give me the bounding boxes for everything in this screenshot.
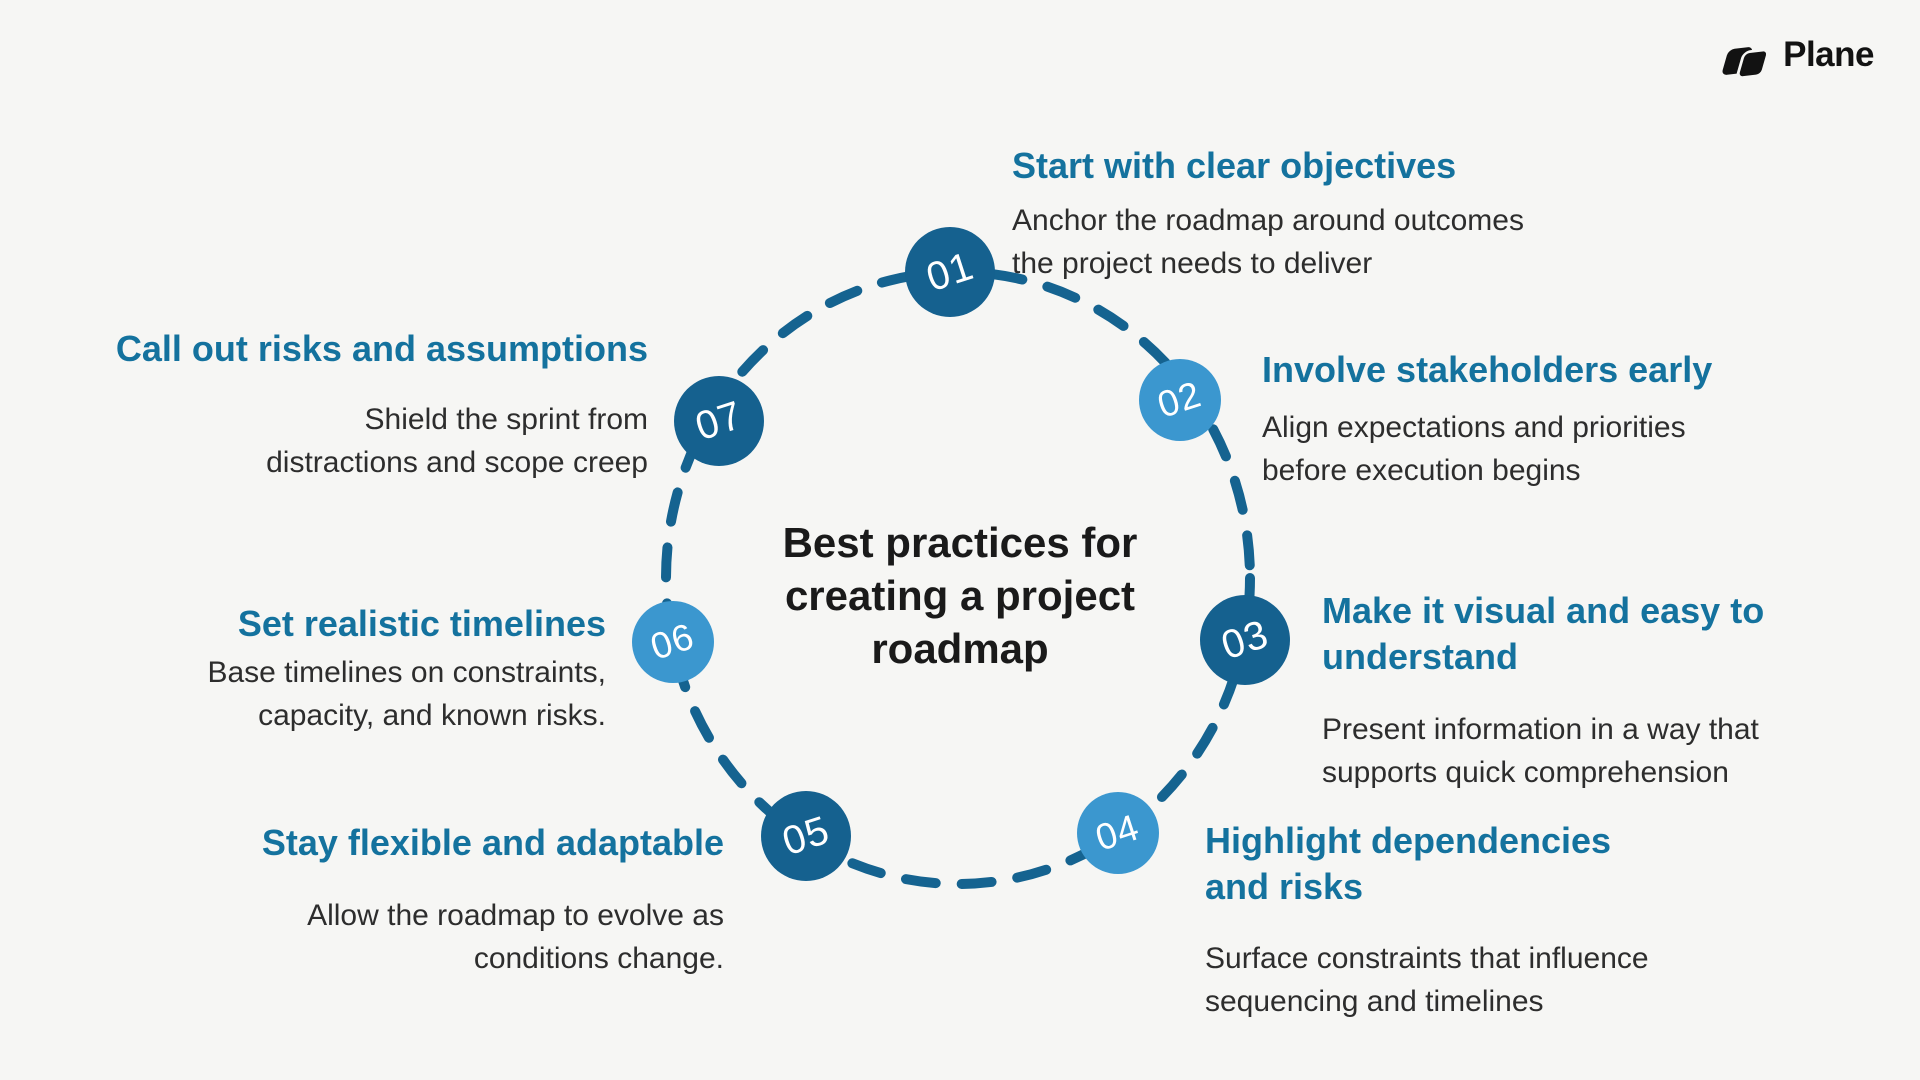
step-heading: Make it visual and easy to understand [1322,590,1765,677]
step-heading: Involve stakeholders early [1262,349,1713,390]
step-circle-04: 04 [1077,792,1159,874]
step-circle-06: 06 [632,601,714,683]
step-circle-02: 02 [1139,359,1221,441]
plane-logo-icon [1722,47,1770,80]
step-number: 07 [689,392,748,449]
step-text-07: Call out risks and assumptions Shield th… [28,326,648,484]
step-text-01: Start with clear objectives Anchor the r… [1012,143,1632,285]
step-circle-07: 07 [674,376,764,466]
step-heading: Call out risks and assumptions [115,328,648,369]
step-heading: Set realistic timelines [237,603,606,644]
step-number: 04 [1090,806,1145,859]
step-text-04: Highlight dependencies and risks Surface… [1205,818,1825,1023]
step-number: 05 [776,807,835,864]
step-number: 01 [920,243,979,300]
step-text-06: Set realistic timelines Base timelines o… [0,601,606,737]
plane-logo: Plane [1719,32,1874,80]
step-circle-01: 01 [905,227,995,317]
step-text-03: Make it visual and easy to understand Pr… [1322,588,1920,794]
step-text-02: Involve stakeholders early Align expecta… [1262,347,1882,492]
step-heading: Highlight dependencies and risks [1205,820,1612,907]
step-heading: Stay flexible and adaptable [261,822,724,863]
step-body: Base timelines on constraints, capacity,… [207,656,606,732]
step-body: Allow the roadmap to evolve as condition… [307,899,724,975]
step-text-05: Stay flexible and adaptable Allow the ro… [104,820,724,980]
step-body: Present information in a way that suppor… [1322,713,1759,789]
step-body: Surface constraints that influence seque… [1205,942,1649,1018]
step-heading: Start with clear objectives [1012,145,1457,186]
step-body: Anchor the roadmap around outcomes the p… [1012,204,1524,280]
step-body: Shield the sprint from distractions and … [266,403,648,479]
page-title: Best practices for creating a project ro… [782,519,1138,672]
plane-logo-text: Plane [1783,35,1874,74]
step-body: Align expectations and priorities before… [1262,411,1686,487]
step-circle-03: 03 [1200,595,1290,685]
step-circle-05: 05 [761,791,851,881]
step-number: 02 [1152,373,1207,426]
